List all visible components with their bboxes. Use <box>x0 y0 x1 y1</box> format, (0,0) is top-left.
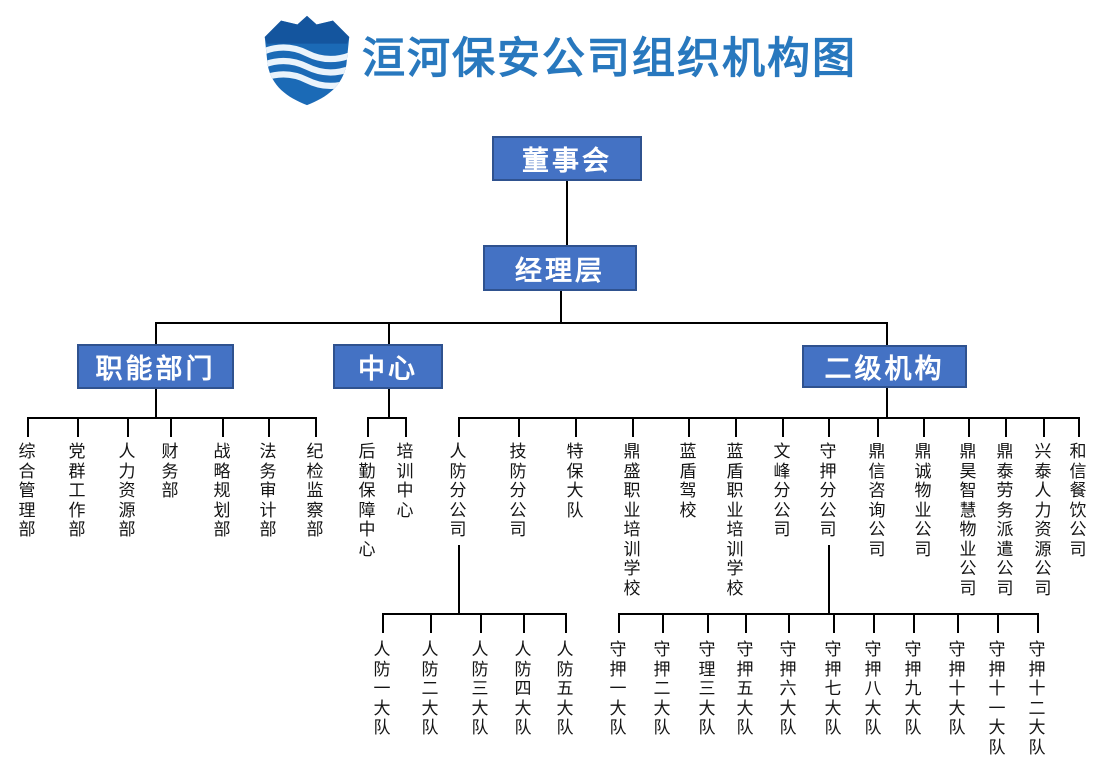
leaf-center-unit: 培训中心 <box>396 442 414 520</box>
leaf-functional-dept: 综合管理部 <box>18 442 36 539</box>
leaf-functional-dept: 纪检监察部 <box>306 442 324 539</box>
leaf-shouya-brigade: 守押一大队 <box>609 640 627 737</box>
leaf-shouya-brigade: 守押六大队 <box>779 640 797 737</box>
leaf-functional-dept: 法务审计部 <box>259 442 277 539</box>
leaf-secondary-unit: 特保大队 <box>566 442 584 520</box>
leaf-secondary-unit: 文峰分公司 <box>773 442 791 539</box>
node-management-level: 经理层 <box>483 245 637 291</box>
leaf-renfang-brigade: 人防二大队 <box>421 640 439 737</box>
leaf-secondary-unit: 兴泰人力资源公司 <box>1034 442 1052 598</box>
node-functional-departments: 职能部门 <box>77 344 234 389</box>
company-shield-logo-icon <box>264 15 350 106</box>
leaf-functional-dept: 战略规划部 <box>213 442 231 539</box>
node-centers: 中心 <box>333 344 443 389</box>
leaf-center-unit: 后勤保障中心 <box>358 442 376 559</box>
leaf-functional-dept: 人力资源部 <box>118 442 136 539</box>
leaf-secondary-unit: 鼎信咨询公司 <box>868 442 886 559</box>
leaf-secondary-unit: 鼎诚物业公司 <box>914 442 932 559</box>
leaf-shouya-brigade: 守押八大队 <box>864 640 882 737</box>
chart-title: 洹河保安公司组织机构图 <box>362 35 857 83</box>
leaf-shouya-brigade: 守押五大队 <box>736 640 754 737</box>
leaf-secondary-unit: 人防分公司 <box>449 442 467 539</box>
leaf-secondary-unit: 鼎昊智慧物业公司 <box>959 442 977 598</box>
leaf-functional-dept: 财务部 <box>161 442 179 500</box>
leaf-secondary-unit: 蓝盾驾校 <box>679 442 697 520</box>
leaf-shouya-brigade: 守押七大队 <box>824 640 842 737</box>
leaf-renfang-brigade: 人防一大队 <box>373 640 391 737</box>
leaf-renfang-brigade: 人防四大队 <box>514 640 532 737</box>
leaf-secondary-unit: 和信餐饮公司 <box>1069 442 1087 559</box>
leaf-secondary-unit: 守押分公司 <box>819 442 837 539</box>
leaf-shouya-brigade: 守押十二大队 <box>1028 640 1046 757</box>
leaf-shouya-brigade: 守理三大队 <box>698 640 716 737</box>
leaf-shouya-brigade: 守押十一大队 <box>988 640 1006 757</box>
leaf-functional-dept: 党群工作部 <box>68 442 86 539</box>
leaf-secondary-unit: 鼎泰劳务派遣公司 <box>996 442 1014 598</box>
node-board-of-directors: 董事会 <box>492 136 642 181</box>
leaf-secondary-unit: 技防分公司 <box>509 442 527 539</box>
leaf-renfang-brigade: 人防三大队 <box>471 640 489 737</box>
node-secondary-institutions: 二级机构 <box>802 345 967 388</box>
leaf-secondary-unit: 鼎盛职业培训学校 <box>623 442 641 598</box>
leaf-shouya-brigade: 守押十大队 <box>948 640 966 737</box>
leaf-renfang-brigade: 人防五大队 <box>556 640 574 737</box>
leaf-shouya-brigade: 守押二大队 <box>653 640 671 737</box>
leaf-secondary-unit: 蓝盾职业培训学校 <box>726 442 744 598</box>
leaf-shouya-brigade: 守押九大队 <box>904 640 922 737</box>
